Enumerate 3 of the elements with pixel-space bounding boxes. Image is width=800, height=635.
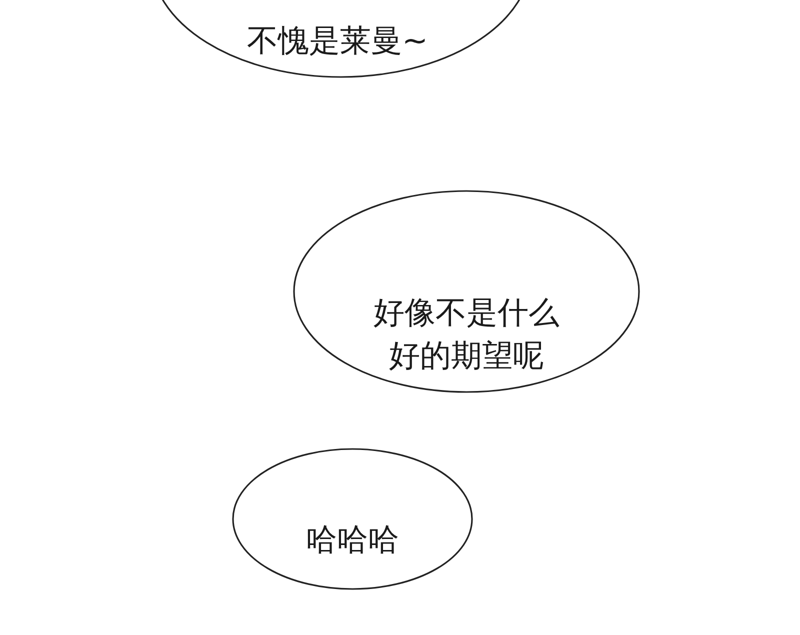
bubble-text: 哈哈哈: [305, 521, 400, 560]
bubble-text: 不愧是莱曼~: [247, 22, 428, 61]
bubble-text: 好像不是什么好的期望呢: [372, 294, 560, 376]
